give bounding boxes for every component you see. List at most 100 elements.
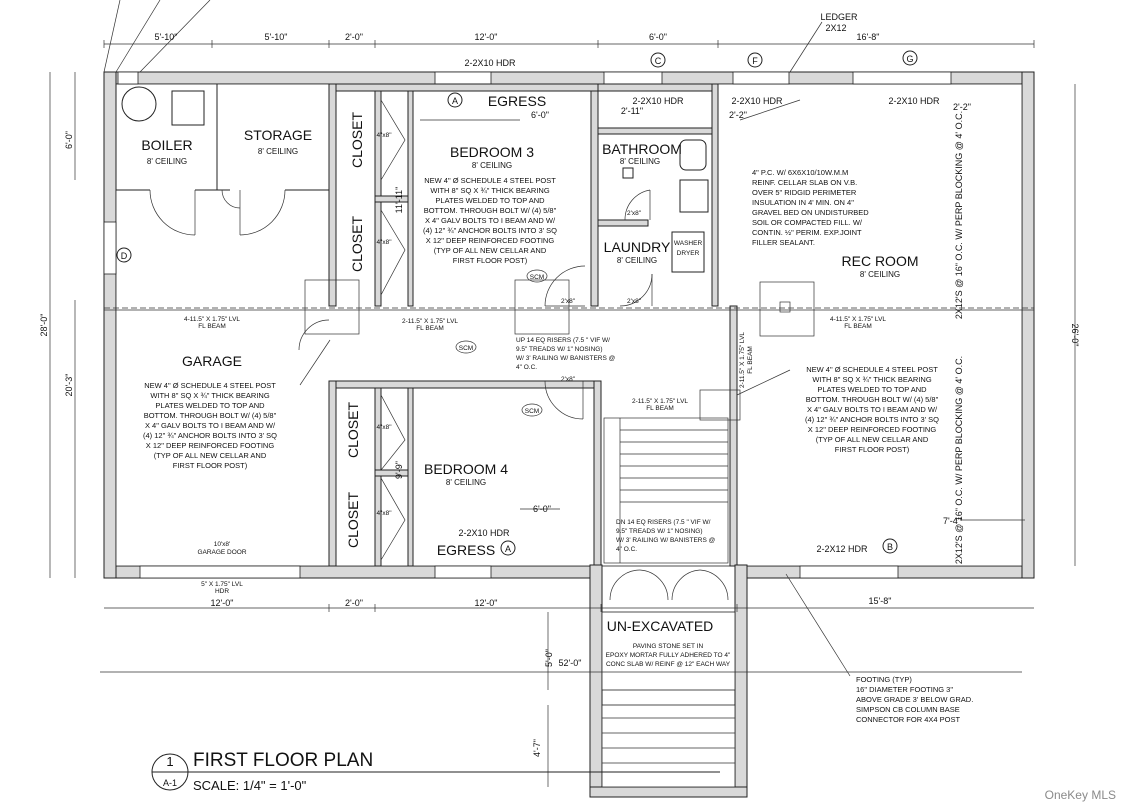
bulkhead-area — [589, 564, 748, 798]
svg-text:GRAVEL BED ON UNDISTURBED: GRAVEL BED ON UNDISTURBED — [752, 208, 869, 217]
room-laundry-ceiling: 8' CEILING — [617, 256, 657, 265]
svg-text:PLATES WELDED TO TOP AND: PLATES WELDED TO TOP AND — [817, 385, 927, 394]
garage-header-hdr: HDR — [215, 588, 229, 595]
svg-text:W/ 3' RAILING W/ BANISTERS @: W/ 3' RAILING W/ BANISTERS @ — [516, 355, 616, 362]
washer-label: WASHER — [674, 240, 703, 247]
marker-f: F — [747, 52, 763, 68]
room-unexcavated: UN-EXCAVATED — [607, 618, 714, 634]
svg-text:SIMPSON CB COLUMN BASE: SIMPSON CB COLUMN BASE — [856, 705, 960, 714]
room-boiler: BOILER — [141, 137, 192, 153]
scm-label: SCM — [525, 408, 539, 415]
svg-text:NEW 4" Ø SCHEDULE 4 STEEL POST: NEW 4" Ø SCHEDULE 4 STEEL POST — [144, 381, 276, 390]
dim-bottom-1: 12'-0" — [211, 598, 234, 608]
svg-text:X 4" GALV BOLTS TO I BEAM AND: X 4" GALV BOLTS TO I BEAM AND W/ — [145, 421, 276, 430]
egress-label-bottom: EGRESS — [437, 542, 495, 558]
svg-text:X 12" DEEP REINFORCED FOOTING: X 12" DEEP REINFORCED FOOTING — [146, 441, 275, 450]
dimension-lines — [49, 0, 1076, 787]
svg-text:OVER 5" RIDGID PERIMETER: OVER 5" RIDGID PERIMETER — [752, 188, 857, 197]
beam-label-4: 2-11.5" X 1.75" LVL — [739, 332, 746, 388]
sheet-number: A-1 — [163, 778, 177, 788]
svg-text:NEW 4" Ø SCHEDULE 4 STEEL POST: NEW 4" Ø SCHEDULE 4 STEEL POST — [424, 176, 556, 185]
closet-label-1: CLOSET — [349, 112, 365, 168]
svg-text:(TYP OF ALL NEW CELLAR AND: (TYP OF ALL NEW CELLAR AND — [434, 246, 547, 255]
note-post-2: NEW 4" Ø SCHEDULE 4 STEEL POST WITH 8" S… — [143, 381, 277, 470]
svg-text:EPOXY MORTAR FULLY ADHERED TO: EPOXY MORTAR FULLY ADHERED TO 4" — [606, 652, 731, 659]
dim-top-4: 12'-0" — [475, 32, 498, 42]
fixtures — [121, 86, 709, 273]
header-bottom-1: 2-2X10 HDR — [458, 528, 510, 538]
svg-text:(TYP OF ALL NEW CELLAR AND: (TYP OF ALL NEW CELLAR AND — [154, 451, 267, 460]
note-post-3: NEW 4" Ø SCHEDULE 4 STEEL POST WITH 8" S… — [805, 365, 939, 454]
svg-text:CONNECTOR FOR 4X4 POST: CONNECTOR FOR 4X4 POST — [856, 715, 960, 724]
marker-label: F — [752, 56, 758, 66]
svg-text:BOTTOM. THROUGH BOLT W/ (4) 5/: BOTTOM. THROUGH BOLT W/ (4) 5/8" — [806, 395, 939, 404]
svg-text:UP 14 EQ RISERS (7.5 " VIF W/: UP 14 EQ RISERS (7.5 " VIF W/ — [516, 337, 610, 344]
note-stairs-down: DN 14 EQ RISERS (7.5 " VIF W/ 9.5" TREAD… — [616, 519, 716, 553]
garage-door-size: 10'x8' — [214, 541, 231, 548]
note-slab: 4" P.C. W/ 6X6X10/10W.M.M REINF. CELLAR … — [752, 168, 869, 247]
dim-right-1: 26'-0" — [1070, 324, 1080, 347]
room-storage-ceiling: 8' CEILING — [258, 147, 298, 156]
door-label-4: 2'x8" — [561, 376, 576, 383]
closet-label-4: CLOSET — [345, 492, 361, 548]
closet-label-2: CLOSET — [349, 216, 365, 272]
svg-text:(4) 12" ¾" ANCHOR BOLTS INTO 3: (4) 12" ¾" ANCHOR BOLTS INTO 3' SQ — [423, 226, 557, 235]
marker-label: G — [906, 54, 913, 64]
svg-text:INSULATION IN 4' MIN. ON 4": INSULATION IN 4' MIN. ON 4" — [752, 198, 854, 207]
svg-text:FILLER SEALANT.: FILLER SEALANT. — [752, 238, 815, 247]
dim-inner-4: 11'-11" — [394, 187, 404, 214]
svg-text:BOTTOM. THROUGH BOLT W/ (4) 5/: BOTTOM. THROUGH BOLT W/ (4) 5/8" — [424, 206, 557, 215]
dim-inner-2: 2'-11" — [621, 106, 643, 116]
dimension-text: 5'-10" 5'-10" 2'-0" 12'-0" 6'-0" 16'-8" … — [39, 32, 1080, 757]
marker-a-bottom: A — [500, 540, 516, 556]
svg-text:X 12" DEEP REINFORCED FOOTING: X 12" DEEP REINFORCED FOOTING — [426, 236, 555, 245]
room-storage: STORAGE — [244, 127, 312, 143]
egress-label-top: EGRESS — [488, 93, 546, 109]
svg-text:FIRST FLOOR POST): FIRST FLOOR POST) — [173, 461, 248, 470]
ledger-label: LEDGER — [820, 12, 858, 22]
drawing-title: FIRST FLOOR PLAN — [193, 750, 373, 771]
room-bedroom4: BEDROOM 4 — [424, 461, 508, 477]
dim-bottom-3: 12'-0" — [475, 598, 498, 608]
scm-label: SCM — [530, 274, 544, 281]
scm-2: SCM — [455, 340, 477, 354]
room-bedroom4-ceiling: 8' CEILING — [446, 478, 486, 487]
marker-d: D — [116, 247, 132, 263]
scm-1: SCM — [526, 269, 548, 283]
grid-markers: A B C D F G A — [116, 50, 918, 556]
shelf-label-1: 4"x8" — [376, 132, 392, 139]
beam-label-3: 2-11.5" X 1.75" LVL — [632, 398, 688, 405]
drawing-scale: SCALE: 1/4" = 1'-0" — [193, 778, 307, 793]
room-bedroom3-ceiling: 8' CEILING — [472, 161, 512, 170]
svg-text:(TYP OF ALL NEW CELLAR AND: (TYP OF ALL NEW CELLAR AND — [816, 435, 929, 444]
svg-text:DN 14 EQ RISERS (7.5 " VIF W/: DN 14 EQ RISERS (7.5 " VIF W/ — [616, 519, 711, 526]
room-rec-ceiling: 8' CEILING — [860, 270, 900, 279]
header-top-3: 2-2X10 HDR — [731, 96, 783, 106]
svg-text:X 4" GALV BOLTS TO I BEAM AND: X 4" GALV BOLTS TO I BEAM AND W/ — [807, 405, 938, 414]
header-top-2: 2-2X10 HDR — [632, 96, 684, 106]
svg-text:9.5" TREADS W/ 1" NOSING): 9.5" TREADS W/ 1" NOSING) — [516, 346, 602, 353]
svg-text:9.5" TREADS W/ 1" NOSING): 9.5" TREADS W/ 1" NOSING) — [616, 528, 702, 535]
room-rec: REC ROOM — [842, 253, 919, 269]
beam-label-3-type: FL BEAM — [646, 405, 674, 412]
beam-label-5-type: FL BEAM — [844, 323, 872, 330]
marker-g: G — [902, 50, 918, 66]
beam-label-1: 4-11.5" X 1.75" LVL — [184, 316, 240, 323]
dim-bottom-4: 15'-8" — [869, 596, 892, 606]
dim-inner-8: 2'-2" — [953, 102, 971, 112]
garage-door-label: GARAGE DOOR — [197, 549, 246, 556]
title-block: 1 A-1 FIRST FLOOR PLAN SCALE: 1/4" = 1'-… — [151, 750, 720, 793]
svg-text:(4) 12" ¾" ANCHOR BOLTS INTO 3: (4) 12" ¾" ANCHOR BOLTS INTO 3' SQ — [143, 431, 277, 440]
marker-label: B — [887, 542, 893, 552]
room-garage: GARAGE — [182, 353, 242, 369]
svg-text:CONTIN. ½" PERIM. EXP.JOINT: CONTIN. ½" PERIM. EXP.JOINT — [752, 228, 862, 237]
marker-label: A — [505, 544, 511, 554]
header-top-1: 2-2X10 HDR — [464, 58, 516, 68]
svg-text:X 12" DEEP REINFORCED FOOTING: X 12" DEEP REINFORCED FOOTING — [808, 425, 937, 434]
header-bottom-2: 2-2X12 HDR — [816, 544, 868, 554]
shelf-label-2: 4"x8" — [376, 239, 392, 246]
dim-top-2: 5'-10" — [265, 32, 288, 42]
shelf-label-4: 4"x8" — [376, 510, 392, 517]
svg-text:WITH 8" SQ X ¾" THICK BEARING: WITH 8" SQ X ¾" THICK BEARING — [430, 186, 550, 195]
